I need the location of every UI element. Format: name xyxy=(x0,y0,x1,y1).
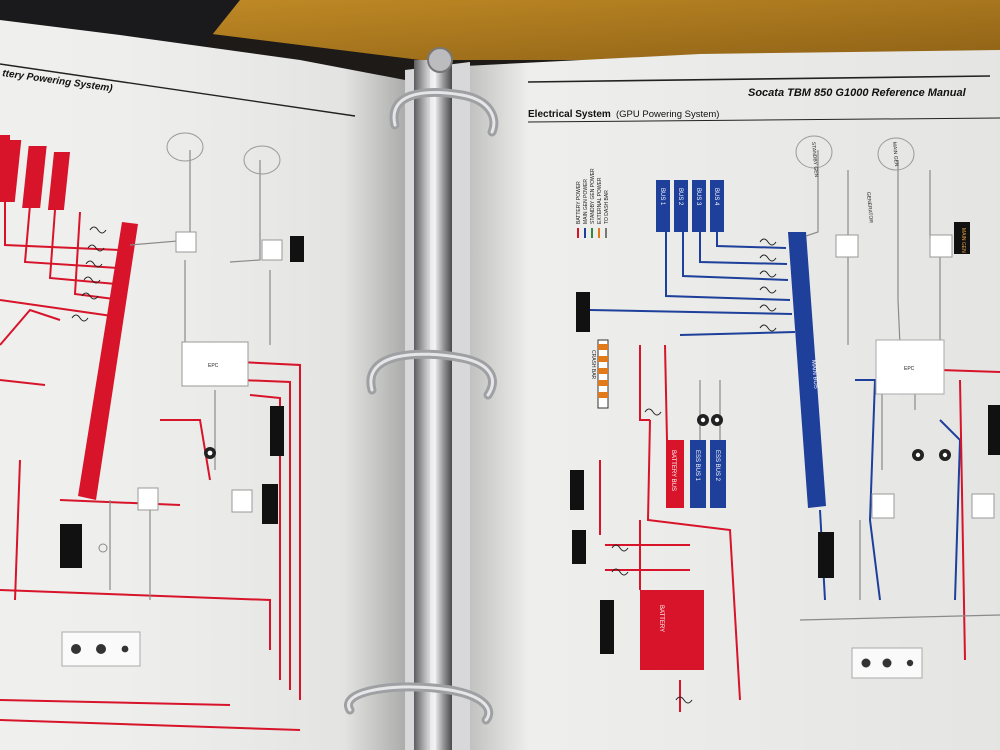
bus-bar-label: BUS 2 xyxy=(677,188,683,206)
bus-bar xyxy=(656,180,670,232)
main-gen-tag xyxy=(954,222,970,254)
main-gen-contactor xyxy=(929,234,953,258)
ess-bus-1 xyxy=(690,440,706,508)
svg-text:ESS BUS 2: ESS BUS 2 xyxy=(714,450,720,482)
svg-text:MAIN GEN: MAIN GEN xyxy=(960,228,966,253)
section-title: Electrical System xyxy=(528,109,611,120)
bus-bar-label: BUS 1 xyxy=(659,188,665,206)
legend-item: TO DASH BAR xyxy=(604,190,610,238)
right-page: Socata TBM 850 G1000 Reference Manual El… xyxy=(465,50,1000,750)
bus-bar-label: BUS 4 xyxy=(713,188,719,206)
section-subtitle: (GPU Powering System) xyxy=(616,109,719,120)
svg-text:GENERATOR: GENERATOR xyxy=(865,192,874,224)
bus-bar xyxy=(674,180,688,232)
right-main-bus xyxy=(788,232,826,508)
left-epc-box xyxy=(181,341,249,387)
svg-text:STANDBY GEN: STANDBY GEN xyxy=(810,142,819,178)
binder-spine xyxy=(405,60,470,750)
legend-label: STANDBY GEN POWER xyxy=(590,168,596,224)
left-page: ttery Powering System) xyxy=(0,20,405,750)
epc-box xyxy=(875,339,945,395)
svg-text:EPC: EPC xyxy=(904,366,915,372)
bus-bar-label: BUS 3 xyxy=(695,188,701,206)
left-bus-bars xyxy=(0,135,71,210)
svg-text:CRASH BAR: CRASH BAR xyxy=(590,350,596,380)
left-standby-gen-circle xyxy=(166,132,204,162)
right-red-wires xyxy=(599,344,1000,712)
legend-item: MAIN GEN POWER xyxy=(583,179,589,238)
svg-text:MAIN BUS: MAIN BUS xyxy=(810,360,819,389)
manual-title: Socata TBM 850 G1000 Reference Manual xyxy=(748,87,967,99)
bus-bar xyxy=(710,180,724,232)
legend-label: MAIN GEN POWER xyxy=(583,179,589,224)
standby-gen-circle xyxy=(795,135,833,169)
crash-bar: CRASH BAR xyxy=(590,339,609,409)
right-blue-wires xyxy=(589,232,962,601)
svg-text:BATTERY BUS: BATTERY BUS xyxy=(670,450,676,491)
battery-block xyxy=(640,590,704,670)
legend-item: BATTERY POWER xyxy=(576,181,582,238)
svg-text:BATTERY: BATTERY xyxy=(658,605,664,632)
standby-gen-contactor xyxy=(835,234,859,258)
legend-label: BATTERY POWER xyxy=(576,181,582,224)
battery-bus xyxy=(666,440,684,508)
desk-surface xyxy=(170,0,1000,60)
bus-bar xyxy=(692,180,706,232)
legend-item: STANDBY GEN POWER xyxy=(590,168,596,238)
binder-rings xyxy=(344,47,499,725)
right-bus-bars: BUS 1 BUS 2 BUS 3 BUS 4 xyxy=(656,180,724,232)
legend-item: EXTERNAL POWER xyxy=(597,177,603,238)
svg-text:ESS BUS 1: ESS BUS 1 xyxy=(694,450,700,482)
right-gray-wires xyxy=(699,150,1000,621)
legend-label: EXTERNAL POWER xyxy=(597,177,603,224)
svg-text:EPC: EPC xyxy=(208,363,219,369)
ess-bus-2 xyxy=(710,440,726,508)
left-main-bus xyxy=(78,222,138,500)
left-main-gen-circle xyxy=(243,145,281,175)
main-gen-circle xyxy=(877,137,915,171)
legend-label: TO DASH BAR xyxy=(604,190,610,224)
svg-text:MAIN GEN: MAIN GEN xyxy=(891,142,899,168)
